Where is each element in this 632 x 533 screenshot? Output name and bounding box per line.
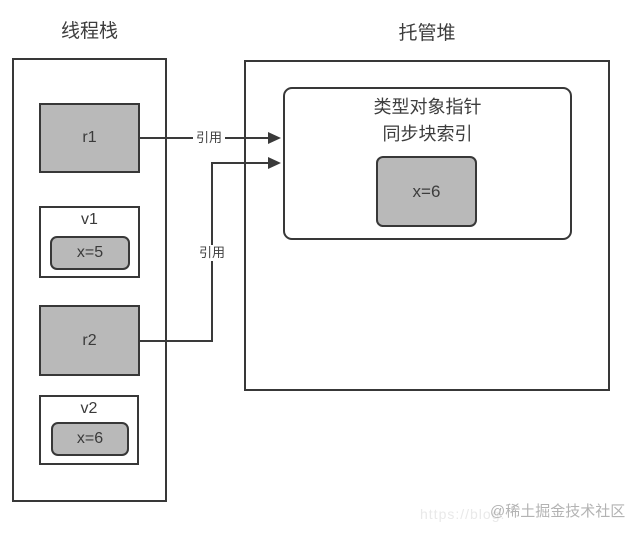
r1-reference-label: 引用 (193, 130, 226, 146)
v2-value: x=6 (76, 430, 104, 447)
v1-value-box: x=5 (50, 236, 130, 270)
r2-label: r2 (82, 331, 97, 349)
stack-cell-r1: r1 (39, 103, 140, 173)
r2-reference-line-top (211, 162, 270, 164)
v1-value: x=5 (76, 244, 104, 261)
r1-label: r1 (82, 129, 97, 146)
v1-label: v1 (81, 211, 98, 228)
sync-block-index-label: 同步块索引 (382, 124, 473, 144)
r2-reference-label: 引用 (196, 245, 229, 261)
stack-cell-r2: r2 (39, 305, 140, 376)
heap-title: 托管堆 (398, 23, 456, 44)
stack-title: 线程栈 (60, 21, 118, 42)
heap-object-box: 类型对象指针 同步块索引 (283, 87, 572, 240)
community-watermark: @稀土掘金技术社区 (490, 503, 626, 520)
r2-arrowhead-icon (268, 157, 281, 169)
v2-label: v2 (80, 400, 98, 417)
heap-value-box: x=6 (376, 156, 477, 227)
heap-value: x=6 (412, 181, 441, 201)
type-object-pointer-label: 类型对象指针 (373, 97, 482, 117)
r1-arrowhead-icon (268, 132, 281, 144)
url-watermark: https://blog. (420, 506, 506, 522)
v2-value-box: x=6 (51, 422, 129, 456)
r2-reference-line-horizontal (140, 340, 213, 342)
